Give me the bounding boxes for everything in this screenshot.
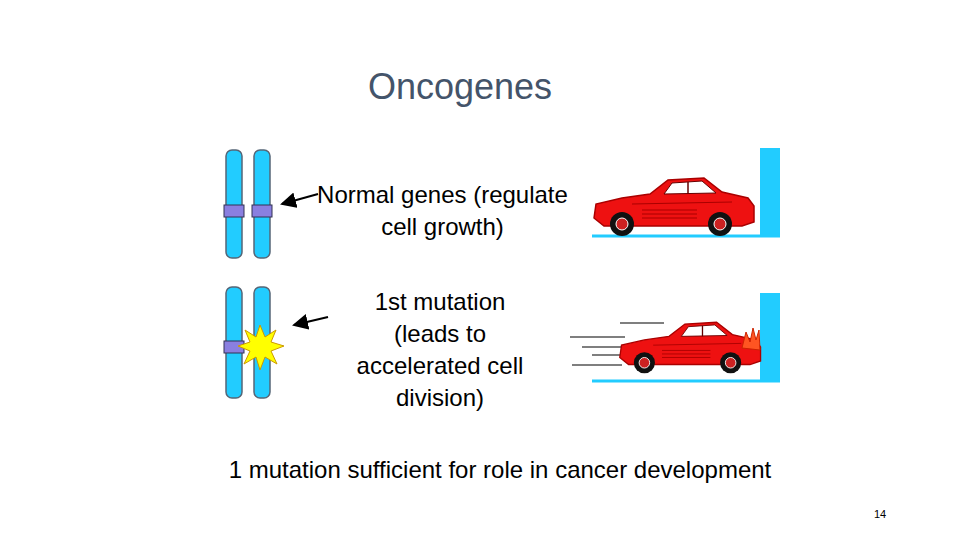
car-scene	[592, 148, 780, 237]
crash-flame	[742, 328, 760, 350]
slide-title: Oncogenes	[260, 66, 660, 108]
page-number: 14	[860, 507, 900, 521]
leader-arrow	[294, 317, 328, 325]
chromosome-pair	[224, 150, 272, 258]
gene-label: Normal genes (regulate cell growth)	[305, 179, 580, 243]
summary-note: 1 mutation sufficient for role in cancer…	[150, 454, 850, 486]
leader-arrow	[282, 194, 318, 204]
mutation-star	[238, 325, 284, 370]
chromosome-pair	[224, 287, 284, 398]
car-scene	[570, 293, 780, 382]
mutation-label: 1st mutation (leads to accelerated cell …	[345, 286, 535, 414]
